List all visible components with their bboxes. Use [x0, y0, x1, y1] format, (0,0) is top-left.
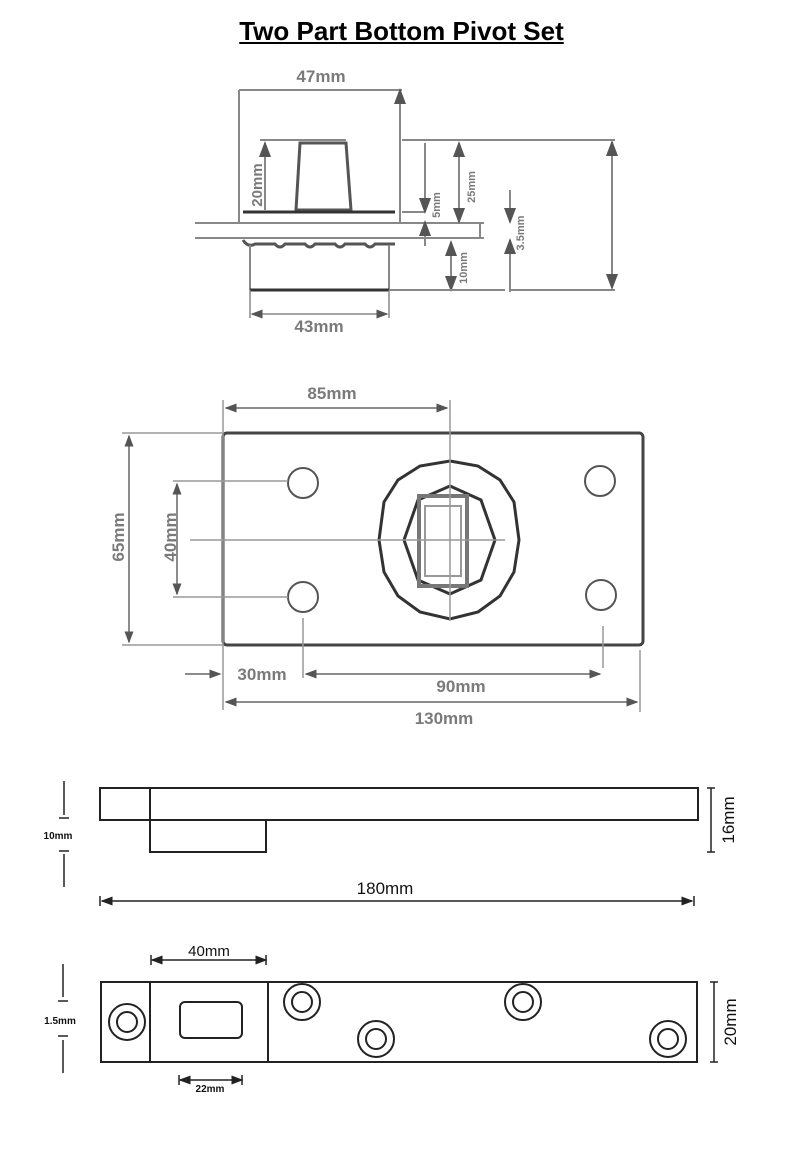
- plan-view: [122, 400, 645, 712]
- dim-strap-width: 20mm: [721, 998, 740, 1045]
- dim-strap-length: 180mm: [357, 879, 414, 898]
- dim-total-above: 25mm: [466, 171, 478, 203]
- dim-body-depth: 10mm: [458, 252, 470, 284]
- dim-plate-thickness: 3.5mm: [515, 215, 527, 250]
- dim-edge-to-hole: 30mm: [237, 665, 286, 684]
- top-strap-plan-view: [58, 955, 718, 1085]
- dim-pin-offset: 1.5mm: [44, 1016, 76, 1027]
- top-strap-side-view: [59, 781, 715, 906]
- dim-strap-offset: 10mm: [44, 831, 73, 842]
- dim-plate-height: 65mm: [109, 512, 128, 561]
- dim-body-width: 43mm: [294, 317, 343, 336]
- dim-block-length: 40mm: [188, 943, 230, 960]
- dim-hole-spacing-vertical: 40mm: [161, 512, 180, 561]
- dim-slot-width: 22mm: [196, 1084, 225, 1095]
- dim-plate-offset: 5mm: [431, 192, 443, 218]
- dim-strap-thickness: 16mm: [719, 796, 738, 843]
- dim-plate-length: 130mm: [415, 709, 474, 728]
- dim-overall-width: 47mm: [296, 67, 345, 86]
- dim-to-centre: 85mm: [307, 384, 356, 403]
- side-elevation-view: [195, 88, 618, 319]
- dim-hole-spacing-horizontal: 90mm: [436, 677, 485, 696]
- page-title: Two Part Bottom Pivot Set: [239, 16, 564, 46]
- dim-spindle-height: 20mm: [249, 163, 266, 206]
